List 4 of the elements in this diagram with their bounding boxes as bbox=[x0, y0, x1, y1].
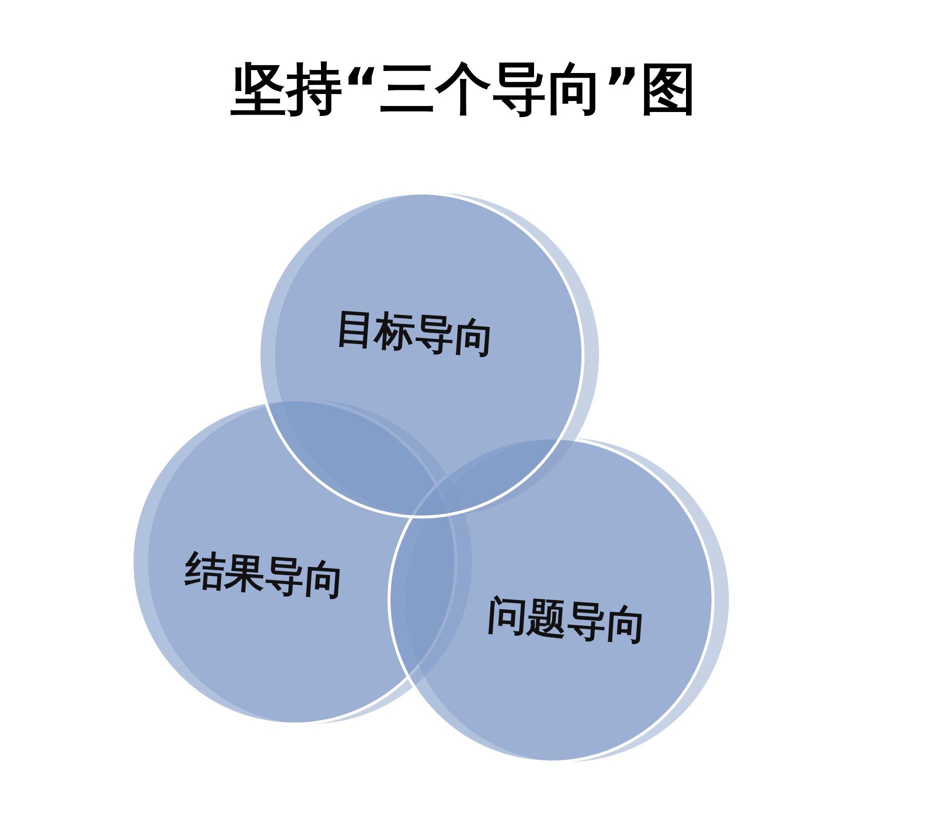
circle-label: 目标导向 bbox=[333, 304, 497, 364]
circle-label: 结果导向 bbox=[183, 546, 347, 606]
circle-label: 问题导向 bbox=[485, 590, 649, 652]
diagram-title: 坚持“三个导向”图 bbox=[230, 57, 696, 122]
